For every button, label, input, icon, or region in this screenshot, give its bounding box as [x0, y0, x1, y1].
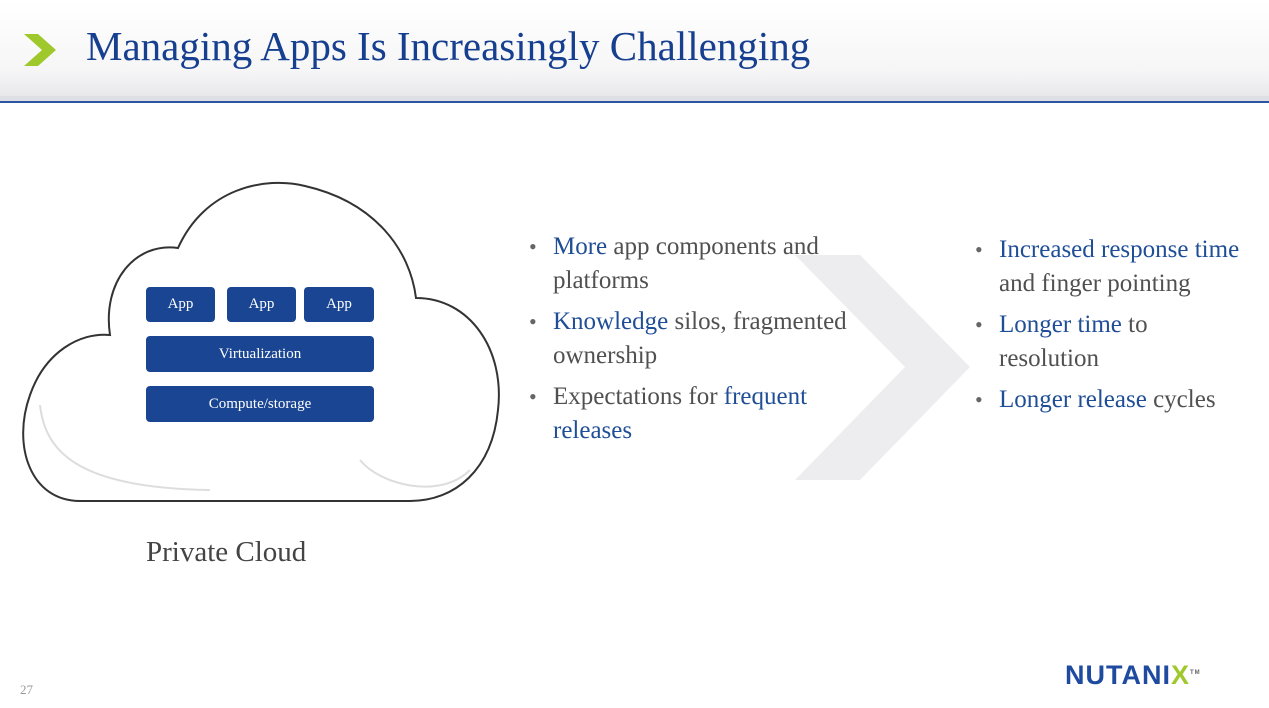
- slide-title: Managing Apps Is Increasingly Challengin…: [86, 23, 811, 69]
- challenges-list: More app components and platforms Knowle…: [527, 230, 857, 455]
- nutanix-logo: NUTANIXTM: [1065, 660, 1201, 690]
- list-item: Longer time to resolution: [973, 308, 1253, 376]
- app-box-1: App: [146, 287, 215, 322]
- compute-storage-box: Compute/storage: [146, 386, 374, 422]
- list-item: Expectations for frequent releases: [527, 380, 857, 448]
- list-item: Knowledge silos, fragmented ownership: [527, 305, 857, 373]
- app-box-2: App: [227, 287, 296, 322]
- cloud-caption: Private Cloud: [146, 536, 307, 568]
- chevron-right-icon: [24, 34, 56, 66]
- page-number: 27: [20, 682, 33, 697]
- list-item: More app components and platforms: [527, 230, 857, 298]
- list-item: Increased response time and finger point…: [973, 233, 1253, 301]
- virtualization-box: Virtualization: [146, 336, 374, 372]
- consequences-list: Increased response time and finger point…: [973, 233, 1253, 424]
- list-item: Longer release cycles: [973, 383, 1253, 417]
- app-box-3: App: [304, 287, 374, 322]
- large-chevron-arrow: [795, 255, 970, 480]
- header-shadow: [0, 96, 1269, 101]
- slide-header: [0, 0, 1269, 100]
- header-divider: [0, 101, 1269, 103]
